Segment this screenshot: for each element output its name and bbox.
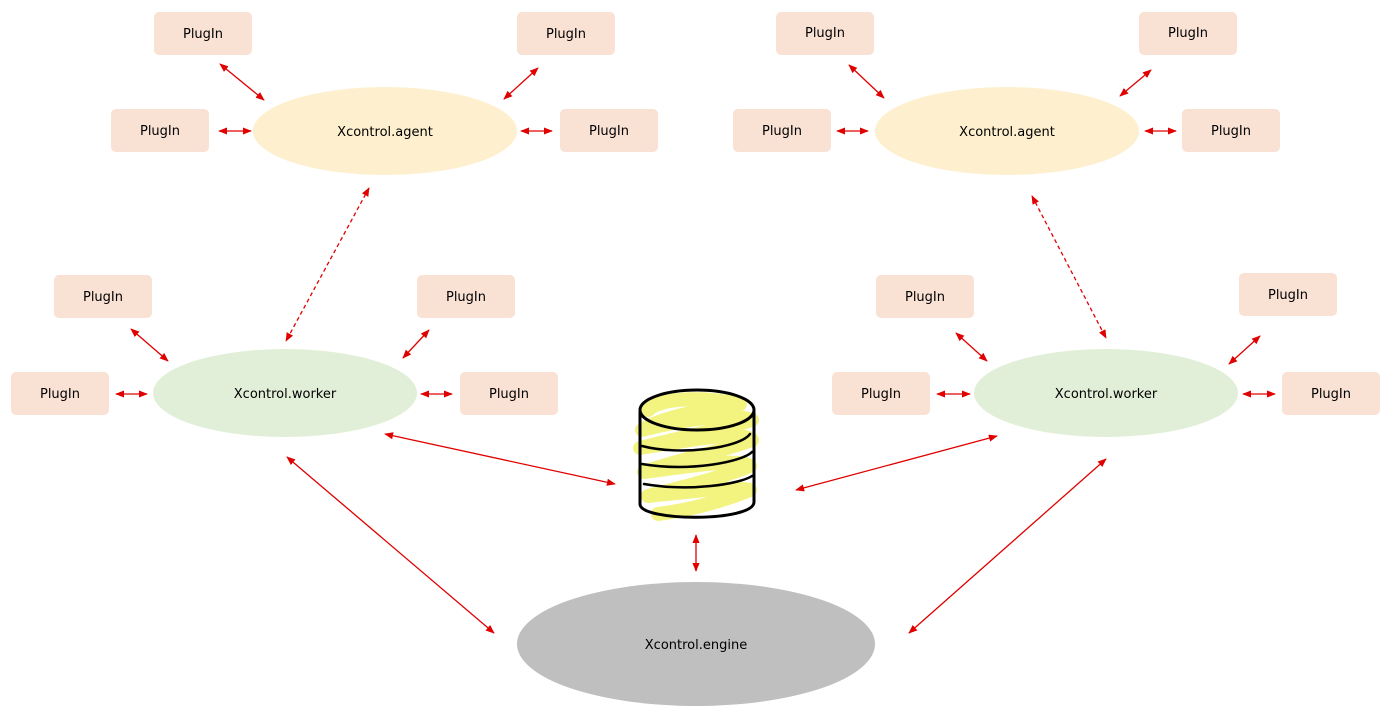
worker-node-right: Xcontrol.worker: [974, 349, 1238, 437]
agent-label: Xcontrol.agent: [337, 125, 433, 140]
plugin-box: PlugIn: [733, 109, 831, 152]
plugin-box: PlugIn: [1182, 109, 1280, 152]
agent-label: Xcontrol.agent: [959, 125, 1055, 140]
worker-label: Xcontrol.worker: [1055, 387, 1158, 402]
plugin-label: PlugIn: [905, 290, 945, 305]
plugin-box: PlugIn: [1239, 273, 1337, 316]
bidirectional-arrow: [130, 328, 169, 362]
plugin-box: PlugIn: [1282, 372, 1380, 415]
plugin-box: PlugIn: [776, 12, 874, 55]
plugin-label: PlugIn: [446, 290, 486, 305]
agent-node-right: Xcontrol.agent: [875, 87, 1139, 175]
plugin-label: PlugIn: [1311, 387, 1351, 402]
plugin-box: PlugIn: [517, 12, 615, 55]
bidirectional-arrow: [955, 332, 988, 362]
plugin-box: PlugIn: [111, 109, 209, 152]
plugin-box: PlugIn: [417, 275, 515, 318]
plugin-label: PlugIn: [40, 387, 80, 402]
plugin-label: PlugIn: [1211, 124, 1251, 139]
plugin-label: PlugIn: [546, 27, 586, 42]
plugin-label: PlugIn: [183, 27, 223, 42]
bidirectional-arrow: [384, 432, 616, 486]
dashed-bidirectional-arrow: [1031, 195, 1107, 339]
plugin-box: PlugIn: [460, 372, 558, 415]
dashed-bidirectional-arrow: [285, 187, 370, 342]
bidirectional-arrow: [795, 434, 998, 492]
bidirectional-arrow: [848, 64, 885, 99]
bidirectional-arrow: [402, 329, 430, 359]
plugin-label: PlugIn: [1268, 288, 1308, 303]
agent-node-left: Xcontrol.agent: [253, 87, 517, 175]
plugin-box: PlugIn: [11, 372, 109, 415]
plugin-label: PlugIn: [83, 290, 123, 305]
plugin-box: PlugIn: [876, 275, 974, 318]
plugin-box: PlugIn: [1139, 12, 1237, 55]
database-cylinder-icon: [633, 388, 759, 521]
plugin-label: PlugIn: [140, 124, 180, 139]
plugin-label: PlugIn: [489, 387, 529, 402]
plugin-label: PlugIn: [762, 124, 802, 139]
plugin-box: PlugIn: [832, 372, 930, 415]
plugin-label: PlugIn: [861, 387, 901, 402]
bidirectional-arrow: [1228, 335, 1261, 365]
bidirectional-arrow: [1119, 69, 1152, 97]
worker-node-left: Xcontrol.worker: [153, 349, 417, 437]
engine-label: Xcontrol.engine: [645, 638, 747, 653]
bidirectional-arrow: [219, 63, 265, 101]
plugin-label: PlugIn: [1168, 26, 1208, 41]
plugin-label: PlugIn: [589, 124, 629, 139]
plugin-box: PlugIn: [54, 275, 152, 318]
bidirectional-arrow: [286, 456, 495, 634]
engine-node: Xcontrol.engine: [517, 582, 875, 706]
bidirectional-arrow: [503, 67, 539, 100]
worker-label: Xcontrol.worker: [234, 387, 337, 402]
plugin-box: PlugIn: [560, 109, 658, 152]
bidirectional-arrow: [908, 458, 1107, 634]
plugin-label: PlugIn: [805, 26, 845, 41]
plugin-box: PlugIn: [154, 12, 252, 55]
